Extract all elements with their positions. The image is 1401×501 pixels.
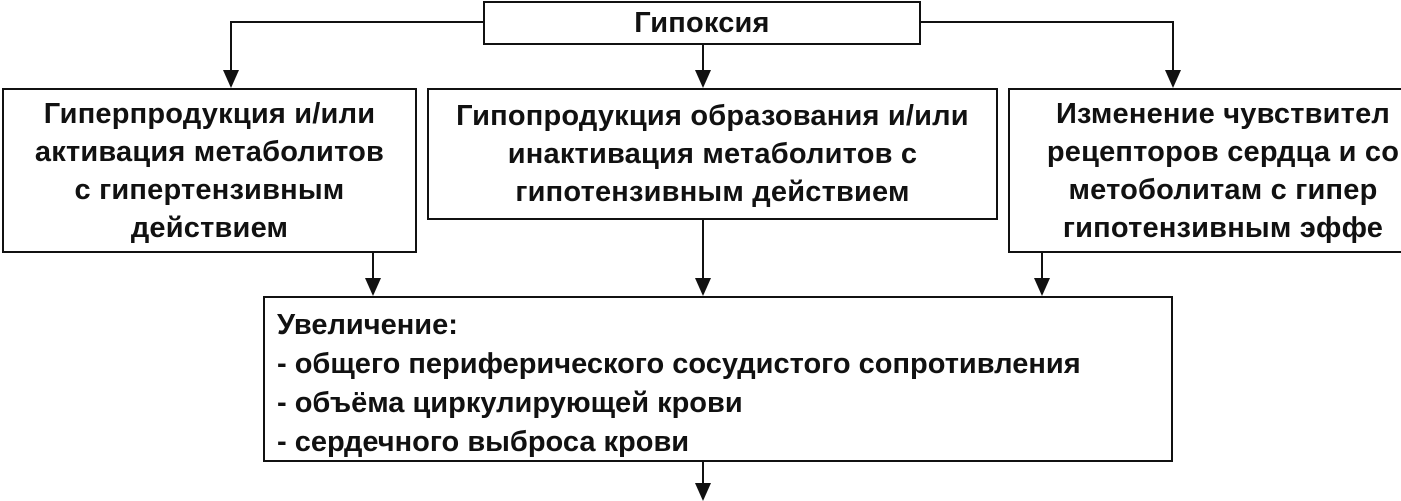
hypoproduction-line-1: Гипопродукция образования и/или [456,100,969,132]
hypoproduction-box: Гипопродукция образования и/или инактива… [427,88,998,220]
hyperproduction-line-2: активация метаболитов [34,135,385,168]
hypoproduction-line-2: инактивация метаболитов с [507,138,918,170]
hypoxia-box: Гипоксия [483,1,921,45]
increase-item-cardiac-output: - сердечного выброса крови [277,426,690,458]
sensitivity-change-box: Изменение чувствител рецепторов сердца и… [1008,88,1401,253]
increase-item-resistance: - общего периферического сосудистого соп… [277,348,1081,380]
sensitivity-line-1: Изменение чувствител [1055,97,1391,130]
hyperproduction-line-1: Гиперпродукция и/или [43,97,376,130]
increase-item-blood-volume: - объёма циркулирующей крови [277,387,743,419]
hyperproduction-line-3: с гипертензивным [74,173,345,206]
increase-box: Увеличение: - общего периферического сос… [263,296,1173,462]
hypoproduction-line-3: гипотензивным действием [515,176,910,208]
arrow-top-to-left [223,21,483,88]
hypoxia-title: Гипоксия [634,7,770,39]
sensitivity-line-2: рецепторов сердца и со [1046,135,1400,168]
hyperproduction-line-4: действием [130,211,289,244]
hyperproduction-box: Гиперпродукция и/или активация метаболит… [2,88,417,253]
increase-heading: Увеличение: [277,309,458,341]
sensitivity-line-3: метоболитам с гипер [1068,173,1378,206]
sensitivity-line-4: гипотензивным эффе [1062,211,1384,244]
arrow-top-to-right [921,21,1181,88]
